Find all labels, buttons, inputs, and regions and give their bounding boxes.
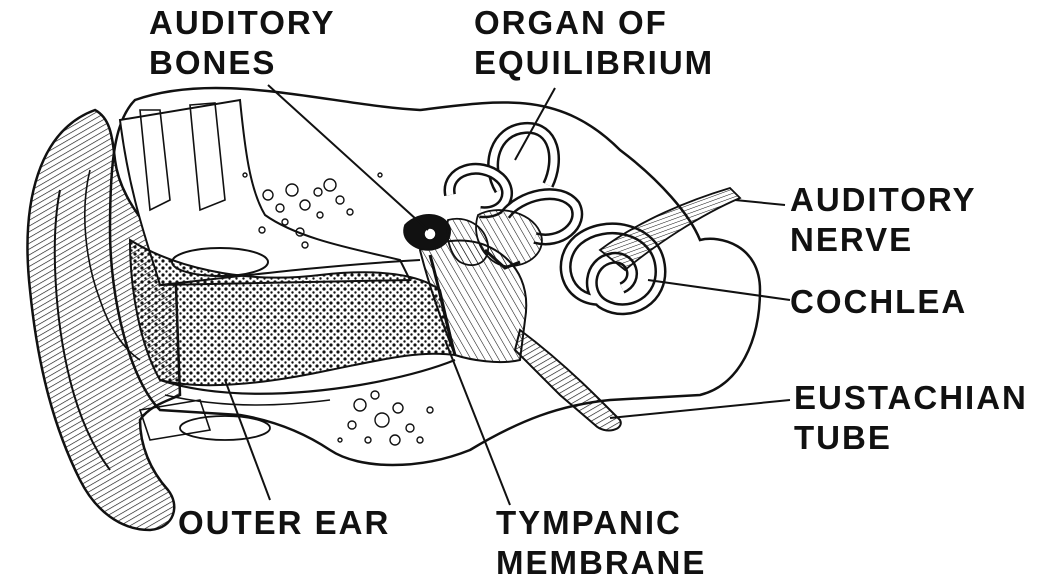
label-organ-of-equilibrium: ORGAN OF EQUILIBRIUM <box>474 3 714 83</box>
label-cochlea: COCHLEA <box>790 282 967 322</box>
label-eustachian-tube: EUSTACHIAN TUBE <box>794 378 1028 458</box>
label-eustachian-tube-line2: TUBE <box>794 418 1028 458</box>
label-outer-ear: OUTER EAR <box>178 503 390 543</box>
label-outer-ear-line1: OUTER EAR <box>178 503 390 543</box>
label-auditory-bones-line2: BONES <box>149 43 336 83</box>
label-auditory-bones: AUDITORY BONES <box>149 3 336 83</box>
label-eustachian-tube-line1: EUSTACHIAN <box>794 378 1028 418</box>
label-auditory-nerve: AUDITORY NERVE <box>790 180 977 260</box>
label-tympanic-membrane: TYMPANIC MEMBRANE <box>496 503 706 583</box>
label-auditory-nerve-line2: NERVE <box>790 220 977 260</box>
label-tympanic-membrane-line1: TYMPANIC <box>496 503 706 543</box>
label-tympanic-membrane-line2: MEMBRANE <box>496 543 706 583</box>
label-organ-of-equilibrium-line1: ORGAN OF <box>474 3 714 43</box>
label-auditory-bones-line1: AUDITORY <box>149 3 336 43</box>
label-organ-of-equilibrium-line2: EQUILIBRIUM <box>474 43 714 83</box>
label-cochlea-line1: COCHLEA <box>790 282 967 322</box>
label-auditory-nerve-line1: AUDITORY <box>790 180 977 220</box>
